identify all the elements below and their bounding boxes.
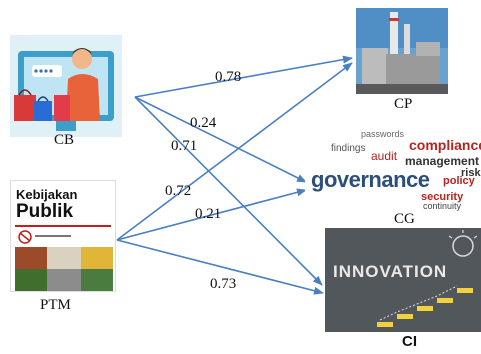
edge-ptm-cp	[116, 62, 353, 241]
cg-label: CG	[394, 211, 415, 227]
edge-cb-cg	[134, 96, 307, 183]
cp-label: CP	[394, 96, 413, 112]
cp-node-image	[356, 8, 448, 94]
cg-word-audit: audit	[371, 149, 398, 163]
weight-ptm-cp: 0.72	[165, 183, 192, 199]
cg-word-continuity: continuity	[423, 201, 462, 211]
ci-board-text: INNOVATION	[333, 262, 448, 281]
cg-word-governance: governance	[311, 167, 430, 192]
cg-word-compliance: compliance	[409, 137, 481, 153]
ci-label: CI	[402, 333, 417, 350]
cg-word-security: security	[421, 191, 464, 203]
edge-ptm-ci	[116, 239, 324, 295]
weight-cb-cp: 0.78	[215, 69, 242, 85]
ptm-label: PTM	[40, 297, 71, 313]
cg-word-policy: policy	[443, 175, 475, 187]
ptm-node-image: Kebijakan Publik	[10, 180, 116, 292]
edge-cb-ci	[134, 96, 323, 286]
ci-node-image: INNOVATION	[325, 228, 481, 332]
cg-node-image: findings passwords compliance management…	[305, 127, 481, 213]
weight-ptm-cg: 0.21	[195, 206, 222, 222]
edge-ptm-cg	[116, 188, 307, 241]
edge-cb-cp	[134, 55, 353, 98]
weight-cb-ci: 0.71	[171, 138, 198, 154]
cb-node-image	[10, 35, 122, 137]
ptm-cover-title-line2: Publik	[16, 201, 74, 222]
cb-label: CB	[54, 132, 75, 148]
cg-word-risk: risk	[461, 167, 481, 179]
weight-cb-cg: 0.24	[190, 115, 217, 131]
cg-word-passwords: passwords	[361, 129, 405, 139]
weight-ptm-ci: 0.73	[210, 276, 237, 292]
cg-word-findings: findings	[331, 143, 366, 154]
cg-word-management: management	[405, 154, 480, 168]
ptm-cover-title-line1: Kebijakan	[16, 187, 78, 202]
